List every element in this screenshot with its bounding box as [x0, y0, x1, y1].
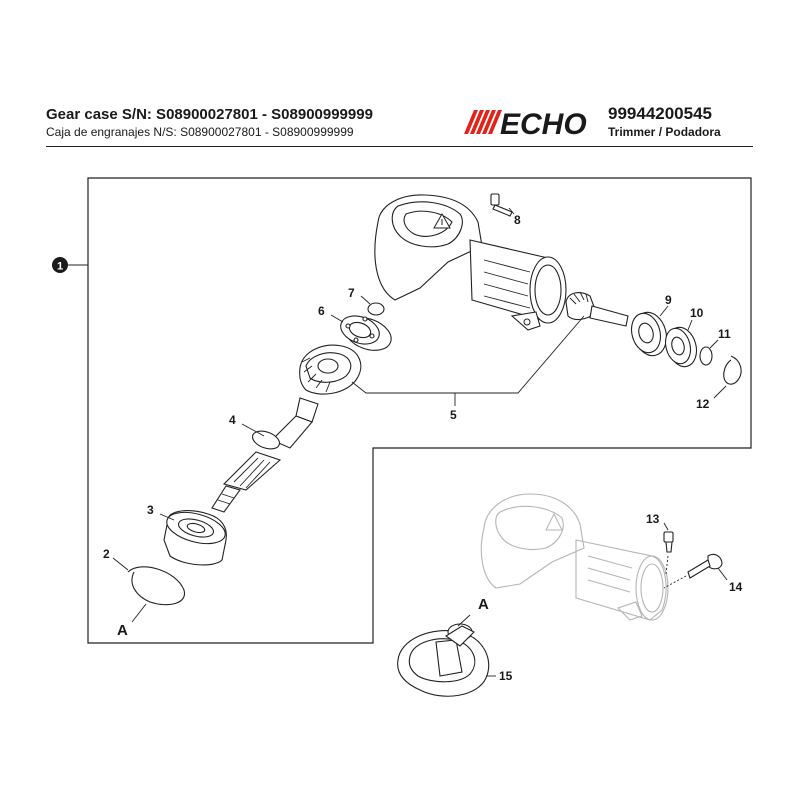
splined-shaft-icon [211, 397, 319, 513]
bearing-9-icon [630, 311, 668, 357]
callout-10: 10 [690, 306, 704, 320]
callout-6: 6 [318, 304, 325, 318]
assembly-marker-label: 1 [57, 261, 63, 273]
page-title: Gear case S/N: S08900027801 - S089009999… [46, 106, 373, 123]
header-rule [46, 146, 753, 147]
callout-7: 7 [348, 286, 355, 300]
callout-5: 5 [450, 408, 457, 422]
bearing-3-icon [163, 510, 227, 566]
bolt-14-icon [663, 553, 723, 589]
bolt-13-icon [663, 531, 674, 575]
ring-11-icon [699, 346, 713, 366]
ref-a-right: A [478, 596, 489, 613]
snap-ring-12-icon [723, 355, 742, 385]
page-subtitle: Caja de engranajes N/S: S08900027801 - S… [46, 125, 354, 139]
assembly-marker: 1 [52, 257, 88, 273]
snap-ring-2-icon [127, 566, 185, 606]
ghost-housing-icon [480, 493, 669, 621]
bearing-6-icon [340, 315, 392, 351]
bearing-10-icon [664, 326, 698, 368]
callout-4: 4 [229, 413, 236, 427]
callout-11: 11 [718, 327, 731, 341]
assembly-boundary [87, 177, 752, 644]
model-name: Trimmer / Podadora [608, 125, 721, 139]
part-number: 99944200545 [608, 104, 713, 123]
bolt-8-icon [490, 193, 513, 217]
leader-lines [112, 207, 728, 677]
callout-9: 9 [665, 293, 672, 307]
callout-13: 13 [646, 512, 660, 526]
callout-2: 2 [103, 547, 110, 561]
snap-ring-7-icon [367, 302, 385, 316]
bevel-gear-icon [299, 344, 362, 395]
callout-12: 12 [696, 397, 710, 411]
echo-logo: ECHO [464, 108, 587, 140]
cup-15-icon [397, 623, 490, 697]
callout-3: 3 [147, 503, 154, 517]
gear-case-housing-icon [374, 194, 567, 331]
callout-15: 15 [499, 669, 513, 683]
callout-8: 8 [514, 213, 521, 227]
logo-stripes [464, 110, 502, 134]
callout-14: 14 [729, 580, 743, 594]
pinion-gear-icon [565, 291, 629, 327]
ref-a-left: A [117, 622, 128, 639]
logo-wordmark: ECHO [500, 108, 587, 140]
